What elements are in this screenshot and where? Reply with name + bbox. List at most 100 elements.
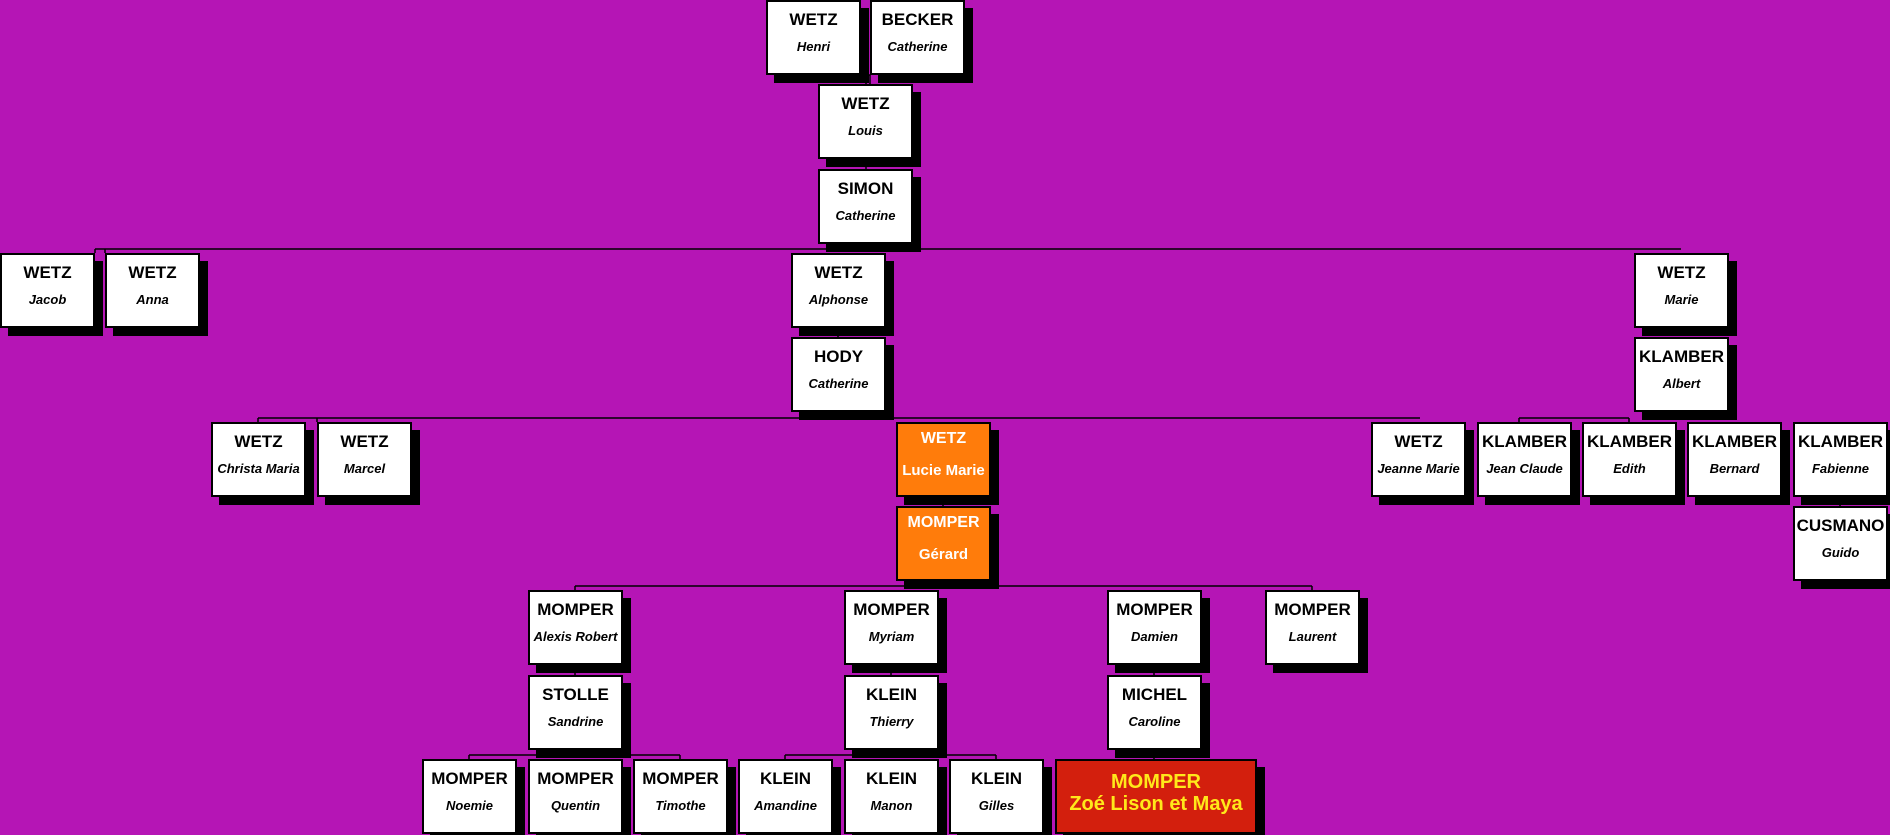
person-surname: MOMPER bbox=[431, 769, 508, 788]
person-box-edith: KLAMBER Edith bbox=[1582, 422, 1677, 497]
person-surname: WETZ bbox=[789, 10, 838, 29]
person-given-name: Caroline bbox=[1128, 714, 1181, 729]
person-box-catherine-becker: BECKER Catherine bbox=[870, 0, 965, 75]
person-surname: STOLLE bbox=[542, 685, 609, 704]
person-box-jacob: WETZ Jacob bbox=[0, 253, 95, 328]
person-box-louis: WETZ Louis bbox=[818, 84, 913, 159]
person-box-catherine-hody: HODY Catherine bbox=[791, 337, 886, 412]
person-given-name: Sandrine bbox=[547, 714, 604, 729]
person-box-laurent: MOMPER Laurent bbox=[1265, 590, 1360, 665]
person-given-name: Alphonse bbox=[808, 292, 869, 307]
person-box-lucie: WETZ Lucie Marie bbox=[896, 422, 991, 497]
person-box-albert: KLAMBER Albert bbox=[1634, 337, 1729, 412]
person-surname: WETZ bbox=[340, 432, 389, 451]
person-given-name: Catherine bbox=[808, 376, 869, 391]
person-given-name: Henri bbox=[796, 39, 831, 54]
person-given-name: Anna bbox=[136, 292, 169, 307]
person-given-name: Jeanne Marie bbox=[1377, 461, 1460, 476]
person-given-name: Marcel bbox=[343, 461, 386, 476]
person-surname: WETZ bbox=[23, 263, 72, 282]
person-surname: WETZ bbox=[128, 263, 177, 282]
person-surname: WETZ bbox=[1394, 432, 1443, 451]
person-given-name: Manon bbox=[870, 798, 913, 813]
person-given-name: Bernard bbox=[1709, 461, 1760, 476]
person-box-timothe: MOMPER Timothe bbox=[633, 759, 728, 834]
person-box-thierry: KLEIN Thierry bbox=[844, 675, 939, 750]
person-given-name: Christa Maria bbox=[217, 461, 300, 476]
person-box-anna: WETZ Anna bbox=[105, 253, 200, 328]
person-given-name: Jean Claude bbox=[1486, 461, 1563, 476]
person-given-name: Damien bbox=[1131, 629, 1178, 644]
person-surname: HODY bbox=[813, 347, 864, 366]
person-surname: KLEIN bbox=[866, 769, 917, 788]
person-box-sandrine: STOLLE Sandrine bbox=[528, 675, 623, 750]
person-surname: BECKER bbox=[881, 10, 954, 29]
person-surname: KLAMBER bbox=[1587, 432, 1672, 451]
person-given-name: Edith bbox=[1613, 461, 1646, 476]
person-box-jean-claude: KLAMBER Jean Claude bbox=[1477, 422, 1572, 497]
person-given-name: Jacob bbox=[28, 292, 67, 307]
person-box-marcel: WETZ Marcel bbox=[317, 422, 412, 497]
person-box-guido: CUSMANO Guido bbox=[1793, 506, 1888, 581]
person-box-damien: MOMPER Damien bbox=[1107, 590, 1202, 665]
person-surname: KLEIN bbox=[866, 685, 917, 704]
person-given-name: Catherine bbox=[835, 208, 896, 223]
person-given-name: Albert bbox=[1662, 376, 1701, 391]
person-box-fabienne: KLAMBER Fabienne bbox=[1793, 422, 1888, 497]
person-given-name: Gérard bbox=[918, 546, 969, 563]
person-given-name: Catherine bbox=[887, 39, 948, 54]
person-box-marie: WETZ Marie bbox=[1634, 253, 1729, 328]
person-box-henri: WETZ Henri bbox=[766, 0, 861, 75]
person-surname: WETZ bbox=[920, 430, 967, 447]
person-given-name: Guido bbox=[1821, 545, 1860, 560]
person-given-name: Lucie Marie bbox=[902, 462, 985, 479]
person-given-name: Noemie bbox=[446, 798, 493, 813]
person-given-name: Amandine bbox=[754, 798, 817, 813]
person-surname: KLAMBER bbox=[1639, 347, 1724, 366]
person-box-noemie: MOMPER Noemie bbox=[422, 759, 517, 834]
person-given-name: Marie bbox=[1664, 292, 1699, 307]
person-box-jeanne: WETZ Jeanne Marie bbox=[1371, 422, 1466, 497]
person-surname: MOMPER bbox=[537, 600, 614, 619]
person-surname: KLEIN bbox=[760, 769, 811, 788]
person-surname: MOMPER bbox=[907, 514, 980, 531]
person-given-name: Alexis Robert bbox=[533, 629, 618, 644]
person-box-myriam: MOMPER Myriam bbox=[844, 590, 939, 665]
person-surname: KLAMBER bbox=[1692, 432, 1777, 451]
person-surname: KLAMBER bbox=[1482, 432, 1567, 451]
person-given-name: Laurent bbox=[1288, 629, 1337, 644]
person-surname: WETZ bbox=[1657, 263, 1706, 282]
person-surname: CUSMANO bbox=[1796, 516, 1885, 535]
person-given-name: Fabienne bbox=[1811, 461, 1870, 476]
person-box-manon: KLEIN Manon bbox=[844, 759, 939, 834]
person-surname: MOMPER bbox=[853, 600, 930, 619]
person-surname: WETZ bbox=[841, 94, 890, 113]
person-given-name: Timothe bbox=[655, 798, 706, 813]
person-given-name: Louis bbox=[848, 123, 883, 138]
person-surname: KLAMBER bbox=[1798, 432, 1883, 451]
person-given-name: Thierry bbox=[869, 714, 914, 729]
person-box-christa: WETZ Christa Maria bbox=[211, 422, 306, 497]
person-surname: MOMPER bbox=[537, 769, 614, 788]
person-surname: MOMPER bbox=[1111, 771, 1201, 793]
person-surname: WETZ bbox=[234, 432, 283, 451]
person-surname: MOMPER bbox=[1116, 600, 1193, 619]
person-surname: MOMPER bbox=[642, 769, 719, 788]
person-surname: MOMPER bbox=[1274, 600, 1351, 619]
person-surname: WETZ bbox=[814, 263, 863, 282]
person-box-alexis: MOMPER Alexis Robert bbox=[528, 590, 623, 665]
person-box-gerard: MOMPER Gérard bbox=[896, 506, 991, 581]
person-box-amandine: KLEIN Amandine bbox=[738, 759, 833, 834]
person-given-name: Zoé Lison et Maya bbox=[1069, 793, 1243, 815]
person-given-name: Gilles bbox=[978, 798, 1015, 813]
person-box-bernard: KLAMBER Bernard bbox=[1687, 422, 1782, 497]
person-given-name: Myriam bbox=[868, 629, 915, 644]
person-box-alphonse: WETZ Alphonse bbox=[791, 253, 886, 328]
